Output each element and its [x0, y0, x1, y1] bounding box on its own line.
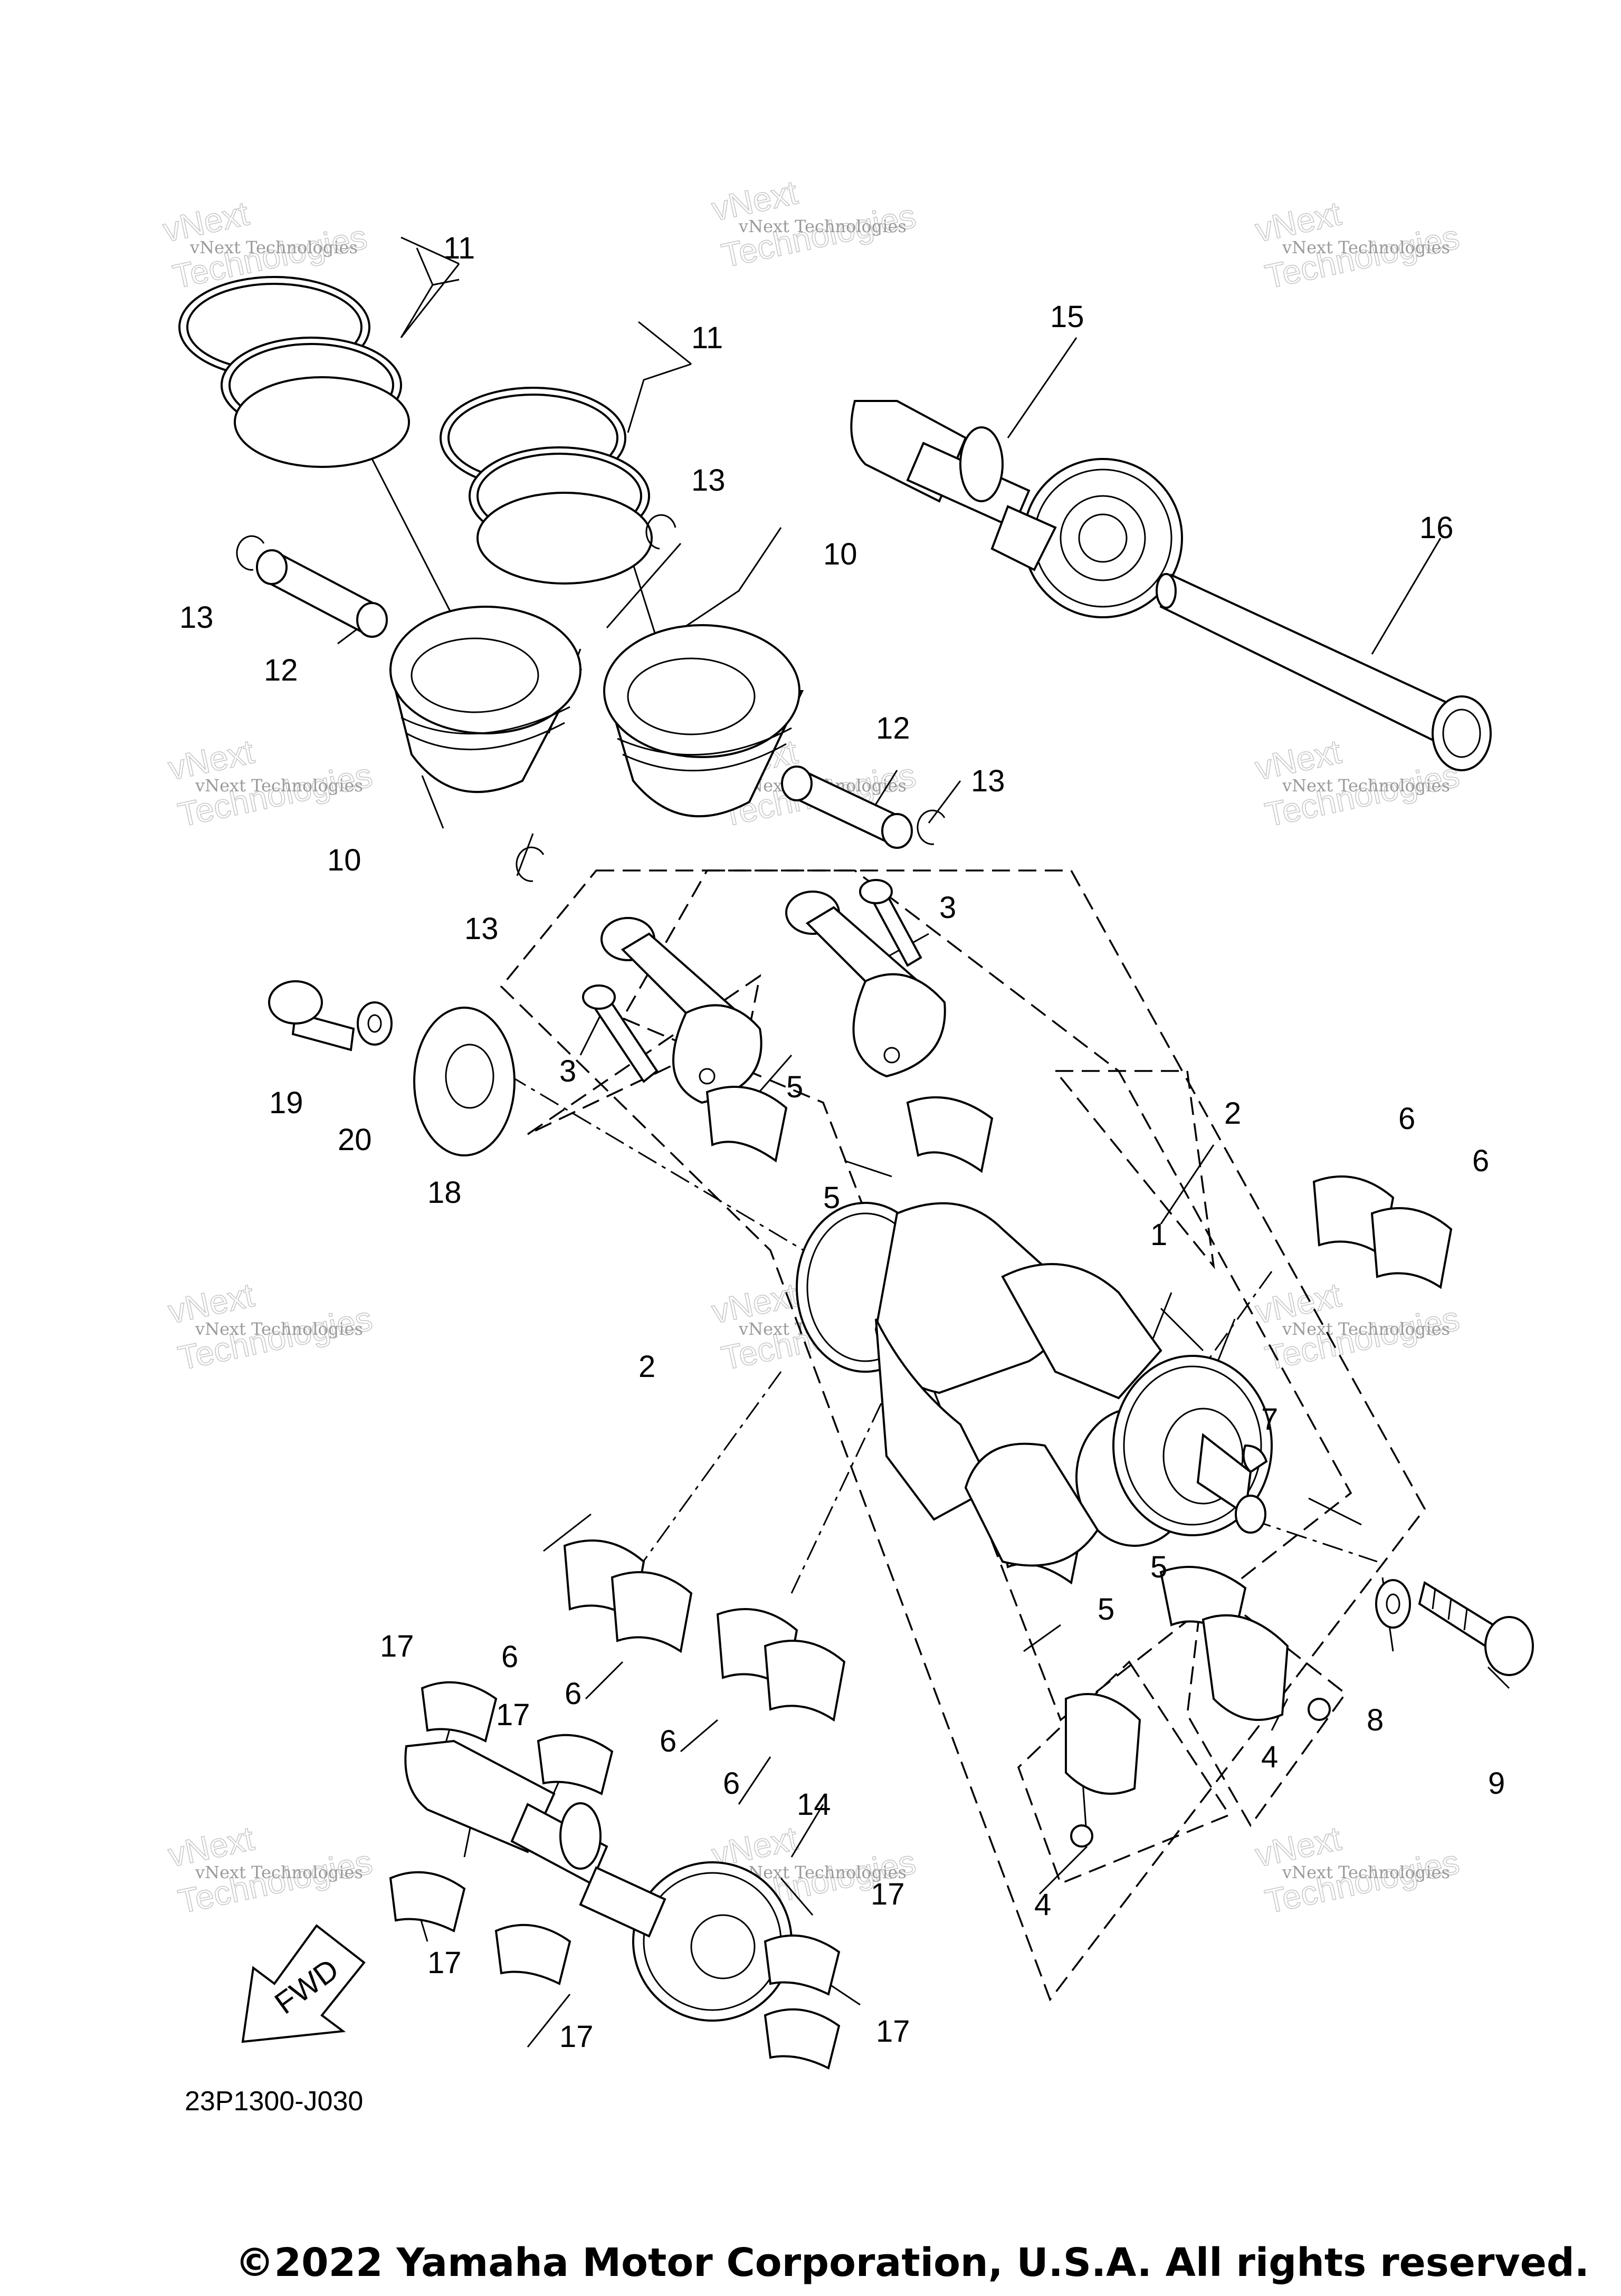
callout-6: 6: [1472, 1144, 1489, 1178]
washer: [1375, 1579, 1411, 1629]
watermark: vNext Technologies vNext Technologies: [1252, 1819, 1463, 1921]
callout-6: 6: [1398, 1102, 1415, 1136]
callout-5: 5: [823, 1181, 840, 1215]
gear-bolt: [268, 980, 355, 1051]
svg-text:vNext Technologies: vNext Technologies: [738, 216, 907, 236]
svg-text:vNext Technologies: vNext Technologies: [1282, 237, 1450, 257]
callout-20: 20: [338, 1123, 372, 1157]
watermark: vNext Technologies vNext Technologies: [1252, 1275, 1463, 1377]
callout-6: 6: [723, 1766, 740, 1801]
piston-pin-right: [781, 766, 913, 849]
callout-10: 10: [823, 537, 857, 571]
callout-2: 2: [1224, 1096, 1241, 1131]
connecting-rod-left: [600, 917, 762, 1104]
svg-text:vNext Technologies: vNext Technologies: [738, 1862, 907, 1882]
callout-labels: 1 2 2 3 3 4 4 5 5 5 5 6 6 6 6 6 6 7 8 9 …: [179, 231, 1505, 2054]
balancer-shaft-pin: [1156, 573, 1492, 771]
callout-9: 9: [1488, 1766, 1505, 1801]
callout-17: 17: [427, 1946, 462, 1980]
svg-text:vNext Technologies: vNext Technologies: [195, 1862, 363, 1882]
callout-10: 10: [327, 843, 361, 877]
balancer-bearings: [389, 1681, 841, 2070]
callout-17: 17: [559, 2020, 594, 2054]
callout-12: 12: [876, 711, 910, 745]
main-bearings: [563, 1175, 1453, 1722]
callout-1: 1: [1150, 1218, 1167, 1252]
conrod-caps: [1065, 1614, 1331, 1848]
conrod-bearings: [705, 1086, 1247, 1638]
callout-13: 13: [464, 912, 499, 946]
callout-5: 5: [1098, 1592, 1114, 1627]
callout-17: 17: [876, 2014, 910, 2049]
callout-3: 3: [559, 1054, 576, 1088]
callout-17: 17: [496, 1698, 530, 1732]
callout-3: 3: [939, 891, 956, 925]
watermark: vNext Technologies vNext Technologies: [708, 173, 920, 275]
callout-11: 11: [691, 321, 723, 355]
callout-12: 12: [264, 653, 298, 687]
callout-19: 19: [269, 1086, 303, 1120]
watermark: vNext Technologies vNext Technologies: [165, 732, 376, 834]
crankshaft: [796, 1202, 1273, 1567]
svg-text:vNext Technologies: vNext Technologies: [1282, 776, 1450, 796]
callout-2: 2: [638, 1350, 655, 1384]
callout-17: 17: [871, 1877, 905, 1911]
piston-left: [389, 606, 583, 793]
callout-16: 16: [1419, 511, 1454, 545]
crank-bolt: [1418, 1581, 1534, 1676]
callout-6: 6: [565, 1677, 581, 1711]
fwd-arrow: FWD: [241, 1924, 366, 2043]
callout-6: 6: [501, 1640, 518, 1674]
woodruff-key: [1242, 1444, 1268, 1474]
piston-rings-right: [440, 387, 653, 585]
piston-rings-left: [178, 276, 410, 468]
callout-13: 13: [179, 600, 214, 635]
callout-7: 7: [1261, 1402, 1278, 1437]
callout-5: 5: [1150, 1550, 1167, 1584]
svg-text:vNext Technologies: vNext Technologies: [1282, 1319, 1450, 1339]
callout-4: 4: [1261, 1740, 1278, 1774]
balancer-shaft-upper: [850, 400, 1183, 618]
watermark: vNext Technologies vNext Technologies: [1252, 732, 1463, 834]
watermark: vNext Technologies vNext Technologies: [165, 1819, 376, 1921]
piston-right: [603, 624, 804, 818]
callout-5: 5: [786, 1070, 803, 1104]
conrod-bolts: [582, 879, 922, 1083]
callout-15: 15: [1050, 300, 1084, 334]
svg-text:vNext Technologies: vNext Technologies: [189, 237, 358, 257]
callout-13: 13: [971, 764, 1005, 798]
copyright-notice: ©2022 Yamaha Motor Corporation, U.S.A. A…: [235, 2240, 1589, 2285]
callout-14: 14: [797, 1787, 831, 1822]
diagram-code: 23P1300-J030: [185, 2086, 363, 2117]
callout-8: 8: [1367, 1703, 1384, 1737]
timing-gear: [413, 1007, 516, 1156]
watermark: vNext Technologies vNext Technologies: [1252, 194, 1463, 296]
circlips: [236, 514, 946, 882]
svg-text:vNext Technologies: vNext Technologies: [195, 1319, 363, 1339]
gear-washer: [357, 1001, 393, 1046]
watermark: vNext Technologies vNext Technologies: [165, 1275, 376, 1377]
svg-text:vNext Technologies: vNext Technologies: [1282, 1862, 1450, 1882]
balancer-shaft-lower: [404, 1739, 793, 2022]
piston-pin-left: [256, 549, 388, 638]
callout-13: 13: [691, 463, 726, 498]
callout-11: 11: [443, 231, 475, 265]
svg-text:vNext Technologies: vNext Technologies: [195, 776, 363, 796]
callout-17: 17: [380, 1629, 414, 1663]
callout-6: 6: [660, 1724, 676, 1758]
connecting-rod-right: [785, 891, 946, 1078]
callout-18: 18: [427, 1175, 462, 1210]
callout-4: 4: [1034, 1888, 1051, 1922]
